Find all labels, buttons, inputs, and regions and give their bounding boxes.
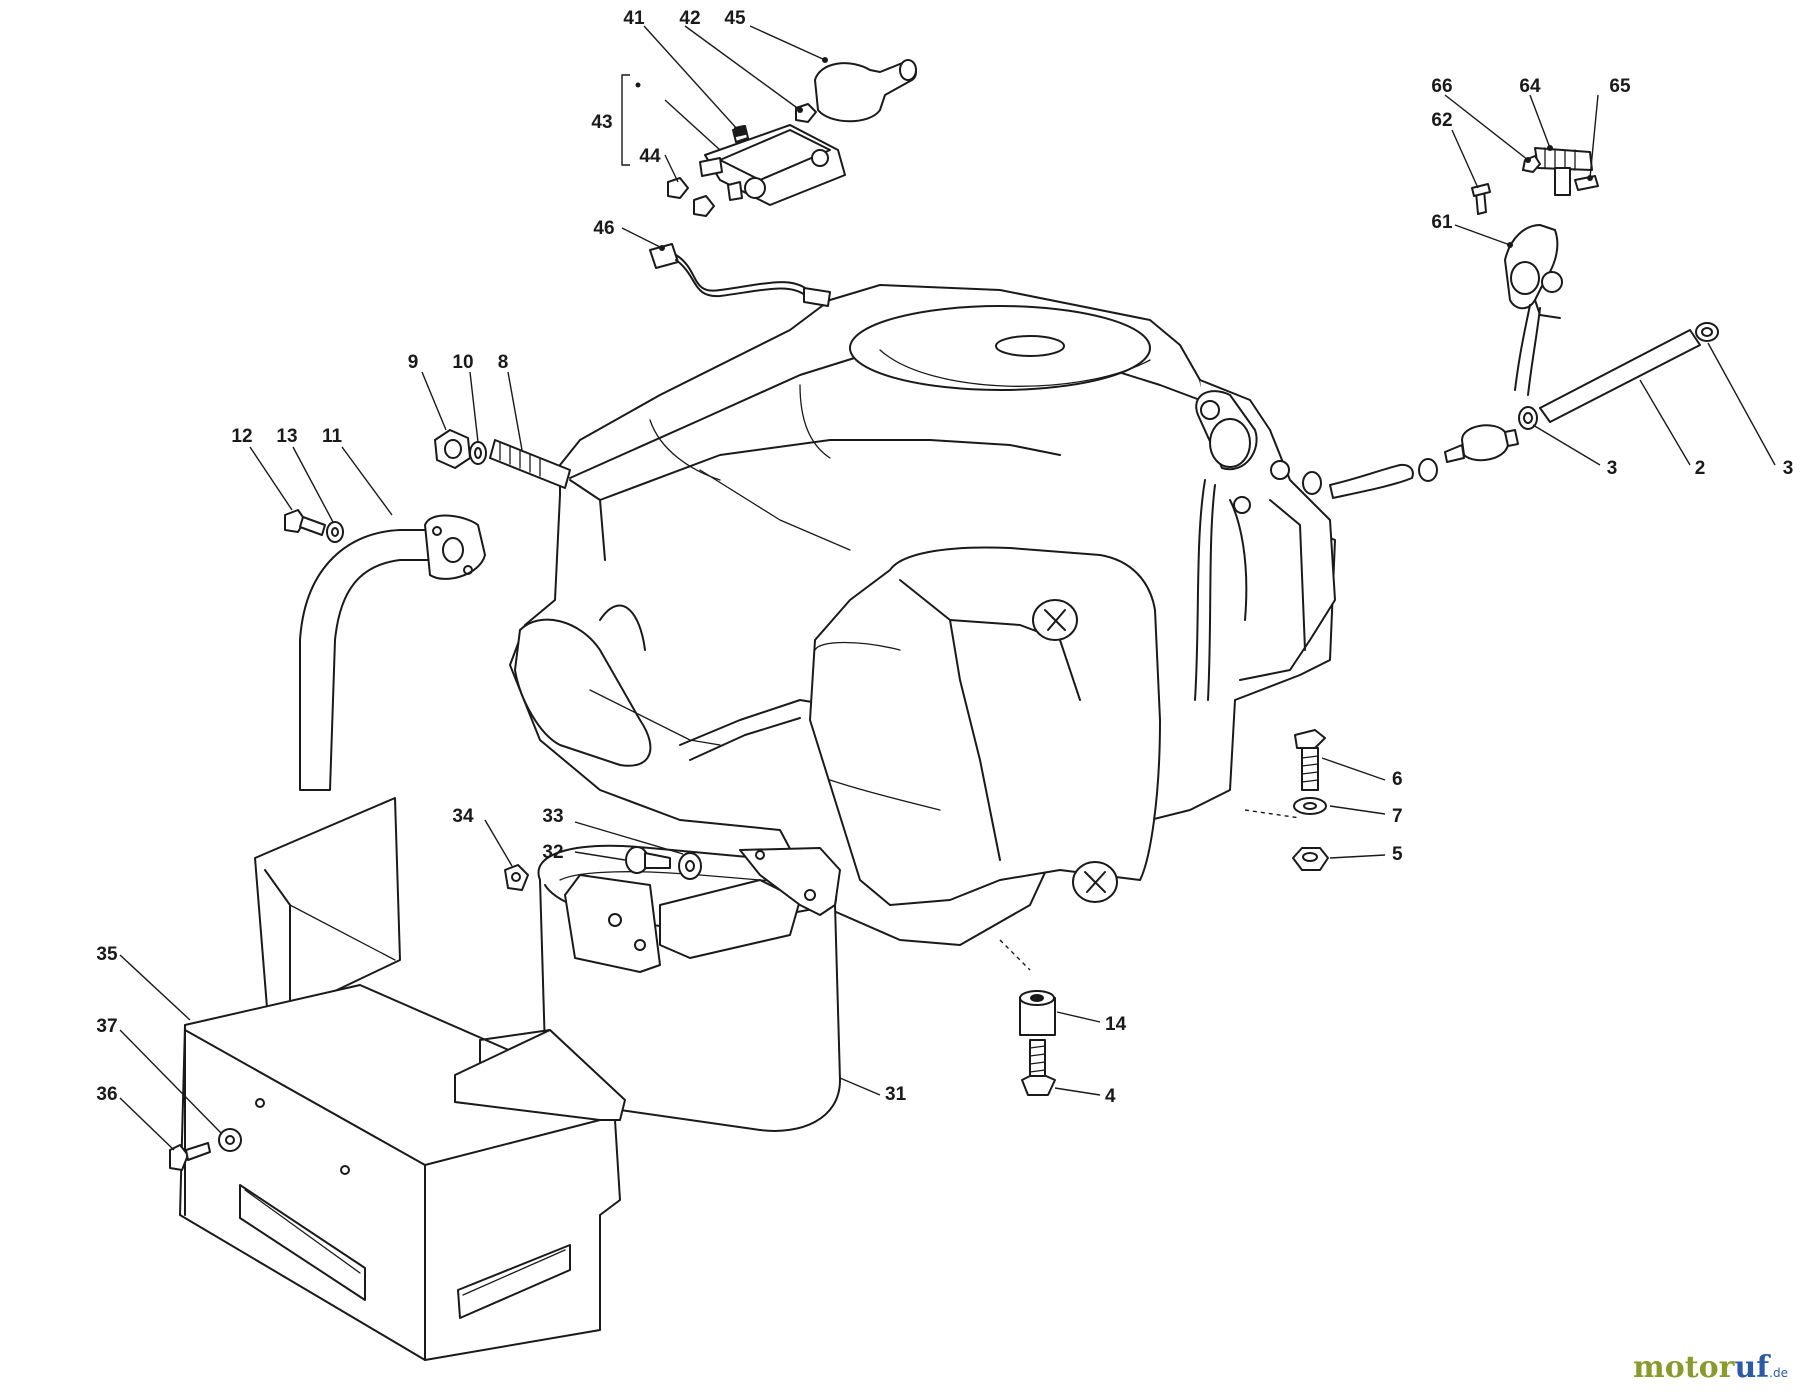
callout-8: 8 [498,352,509,373]
callout-5: 5 [1392,844,1403,865]
bolt-6 [1294,729,1326,791]
muffler-31 [537,844,841,1132]
bolt-12 [284,509,326,536]
callout-9: 9 [408,352,419,373]
callout-13: 13 [276,426,297,447]
boot-45 [814,59,917,123]
bolt-4 [1021,1039,1056,1096]
callout-65: 65 [1609,76,1631,97]
callout-64: 64 [1519,76,1541,97]
callout-4: 4 [1105,1086,1116,1107]
clip-34 [504,864,529,891]
callout-41: 41 [623,8,645,29]
nuts-44 [667,177,715,217]
washer-7 [1293,797,1327,815]
exhaust-pipe-11 [299,514,486,791]
fuel-hose-2 [1539,329,1701,423]
callout-43: 43 [591,112,612,133]
callout-12: 12 [231,426,252,447]
wire-46 [649,243,831,307]
watermark-logo: motoruf.de [1633,1350,1788,1385]
solenoid-43 [699,124,846,206]
callout-33: 33 [542,806,563,827]
callout-10: 10 [452,352,473,373]
screw-65 [1574,175,1599,191]
watermark-part2: uf [1734,1350,1770,1385]
callout-labels: 41 42 45 43 44 46 66 64 65 62 61 9 10 8 … [96,8,1793,1107]
washer-10 [469,441,487,465]
heat-shield-35 [179,797,626,1361]
callout-35: 35 [96,944,118,965]
callout-62: 62 [1431,110,1452,131]
callout-34: 34 [452,806,474,827]
fuel-pump-61 [1504,224,1563,396]
callout-42: 42 [679,8,700,29]
bolt-32 [625,846,671,874]
fuel-hose-lower [1302,458,1438,499]
callout-14: 14 [1105,1014,1127,1035]
spacer-14 [1019,990,1056,1036]
callout-2: 2 [1695,458,1706,479]
stud-8 [489,439,571,489]
oil-cap-bottom [1072,861,1118,903]
watermark-part1: motor [1633,1350,1735,1385]
fuel-filter [1444,424,1519,463]
clamp-3-left [1518,406,1538,430]
callout-46: 46 [593,218,614,239]
callout-32: 32 [542,842,563,863]
nut-9 [434,429,471,469]
watermark-tld: .de [1769,1366,1788,1380]
nut-33 [678,852,702,880]
engine-block [509,284,1336,971]
callout-37: 37 [96,1016,117,1037]
callout-44: 44 [639,146,661,167]
nut-42 [795,103,817,123]
terminal-41 [732,125,749,143]
callout-7: 7 [1392,806,1403,827]
clamp-3-right [1695,322,1719,342]
fitting-64 [1534,147,1593,196]
callout-66: 66 [1431,76,1452,97]
washer-13 [326,521,344,543]
screw-62 [1471,183,1491,215]
callout-61: 61 [1431,212,1453,233]
bolt-36 [169,1142,211,1171]
callout-11: 11 [322,426,343,447]
callout-6: 6 [1392,769,1403,790]
washer-37 [218,1128,242,1152]
callout-45: 45 [724,8,746,29]
oil-cap-top [1032,599,1078,641]
callout-36: 36 [96,1084,117,1105]
callout-31: 31 [885,1084,907,1105]
nut-5 [1292,847,1329,871]
leader-lines [119,25,1776,1151]
callout-3-left: 3 [1607,458,1618,479]
callout-3-right: 3 [1783,458,1794,479]
